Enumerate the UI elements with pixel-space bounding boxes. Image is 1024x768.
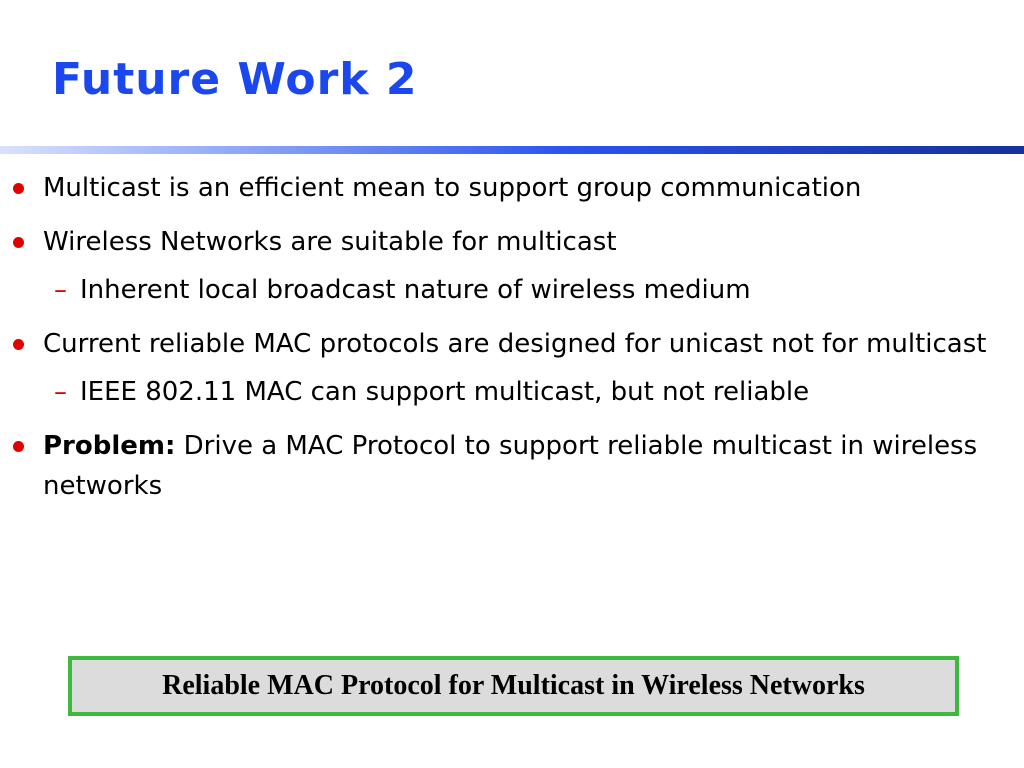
dash-icon: – (54, 377, 67, 407)
sub-bullet-text: Inherent local broadcast nature of wirel… (80, 275, 751, 305)
bullet-item: Current reliable MAC protocols are desig… (0, 324, 1024, 364)
footer-banner: Reliable MAC Protocol for Multicast in W… (68, 656, 959, 716)
bullet-item: Problem: Drive a MAC Protocol to support… (0, 426, 1024, 506)
sub-bullet-text: IEEE 802.11 MAC can support multicast, b… (80, 377, 810, 407)
footer-text: Reliable MAC Protocol for Multicast in W… (162, 670, 865, 701)
bullet-item: Wireless Networks are suitable for multi… (0, 222, 1024, 262)
bullet-dot-icon (13, 183, 24, 194)
bullet-dot-icon (13, 441, 24, 452)
bullet-dot-icon (13, 237, 24, 248)
sub-bullet-item: – Inherent local broadcast nature of wir… (0, 270, 1024, 310)
bullet-text: Current reliable MAC protocols are desig… (43, 329, 987, 359)
bullet-list: Multicast is an efficient mean to suppor… (0, 168, 1024, 520)
bullet-dot-icon (13, 339, 24, 350)
bullet-text: Multicast is an efficient mean to suppor… (43, 173, 862, 203)
problem-label: Problem: (43, 431, 176, 461)
bullet-item: Multicast is an efficient mean to suppor… (0, 168, 1024, 208)
bullet-text: Drive a MAC Protocol to support reliable… (43, 431, 978, 501)
title-divider (0, 146, 1024, 154)
sub-bullet-item: – IEEE 802.11 MAC can support multicast,… (0, 372, 1024, 412)
bullet-text: Wireless Networks are suitable for multi… (43, 227, 617, 257)
dash-icon: – (54, 275, 67, 305)
slide-title: Future Work 2 (52, 54, 418, 105)
